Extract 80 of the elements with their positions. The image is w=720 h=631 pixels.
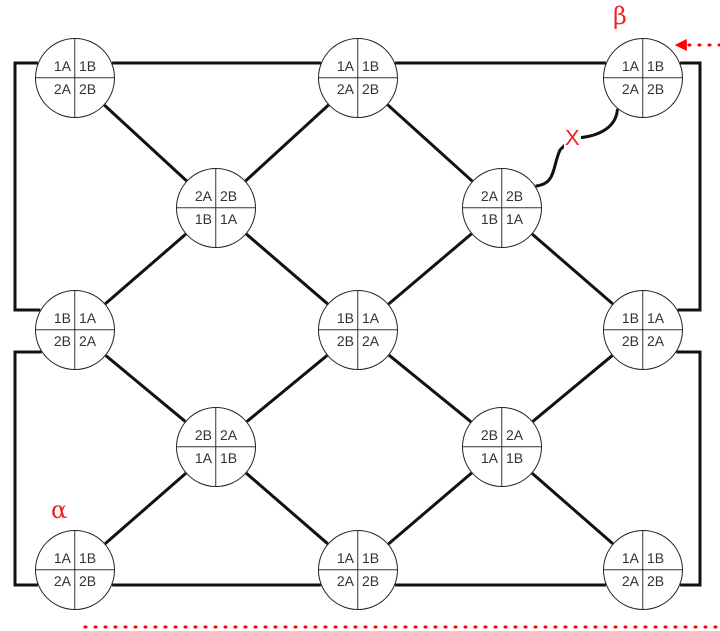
- connector-line: [112, 62, 321, 64]
- connector-line: [388, 232, 472, 306]
- connector-line: [535, 108, 619, 188]
- port-label: 2A: [336, 80, 355, 96]
- port-label: 1B: [336, 311, 355, 328]
- port-label: 1B: [505, 449, 524, 465]
- connector-line: [395, 62, 606, 64]
- port-label: 2B: [646, 80, 664, 96]
- port-label: 1A: [219, 210, 238, 226]
- port-label: 1B: [78, 59, 96, 76]
- edge-label: X: [564, 127, 581, 149]
- port-label: 2B: [78, 572, 96, 588]
- port-label: 1A: [505, 210, 524, 226]
- port-label: 1B: [480, 210, 499, 226]
- port-label: 1B: [646, 59, 664, 76]
- connector-line: [532, 354, 614, 423]
- port-label: 1B: [219, 449, 238, 465]
- connector-line: [104, 233, 187, 305]
- connector-line: [531, 472, 614, 545]
- port-label: 1A: [361, 311, 380, 328]
- port-label: 1A: [336, 59, 355, 76]
- connector-line: [104, 354, 186, 423]
- port-label: 1B: [646, 551, 664, 568]
- connector-line: [386, 104, 474, 182]
- port-label: 1A: [622, 551, 640, 568]
- port-label: 1A: [336, 551, 355, 568]
- port-label: 2B: [336, 332, 355, 348]
- port-label: 2A: [336, 572, 355, 588]
- port-label: 2B: [219, 189, 238, 206]
- port-label: 2A: [54, 572, 72, 588]
- node-tag: β: [613, 4, 627, 28]
- port-label: 2A: [361, 332, 380, 348]
- port-label: 2A: [622, 572, 640, 588]
- port-label: 2A: [622, 80, 640, 96]
- connector-line: [103, 104, 188, 182]
- port-label: 1A: [54, 59, 72, 76]
- connector-line: [388, 354, 472, 423]
- port-label: 2A: [646, 332, 664, 348]
- connector-line: [678, 62, 702, 312]
- port-label: 2B: [361, 572, 380, 588]
- port-label: 2A: [505, 428, 524, 445]
- port-label: 1B: [78, 551, 96, 568]
- connector-line: [112, 584, 321, 586]
- connector-line: [104, 472, 187, 545]
- port-label: 1A: [480, 449, 499, 465]
- port-label: 2A: [480, 189, 499, 206]
- port-label: 1A: [646, 311, 664, 328]
- connector-line: [387, 472, 473, 546]
- port-label: 1B: [622, 311, 640, 328]
- port-label: 2A: [78, 332, 96, 348]
- port-label: 2B: [480, 428, 499, 445]
- port-label: 2B: [54, 332, 72, 348]
- port-label: 2B: [194, 428, 213, 445]
- port-label: 1A: [78, 311, 96, 328]
- port-label: 2B: [505, 189, 524, 206]
- port-label: 1B: [361, 59, 380, 76]
- port-label: 1B: [194, 210, 213, 226]
- connector-line: [395, 584, 606, 586]
- port-label: 1A: [622, 59, 640, 76]
- connector-line: [676, 350, 702, 586]
- port-label: 1A: [194, 449, 213, 465]
- port-label: 2B: [622, 332, 640, 348]
- dotted-arrow: [674, 39, 720, 51]
- connector-line: [14, 62, 40, 312]
- port-label: 1B: [361, 551, 380, 568]
- port-label: 2B: [361, 80, 380, 96]
- port-label: 2B: [646, 572, 664, 588]
- connector-line: [531, 233, 614, 305]
- port-label: 2B: [78, 80, 96, 96]
- connector-line: [14, 350, 42, 586]
- connector-line: [246, 354, 328, 423]
- node-tag: α: [51, 498, 68, 522]
- port-label: 2A: [219, 428, 238, 445]
- connector-line: [244, 104, 330, 182]
- port-label: 2A: [194, 189, 213, 206]
- port-label: 2A: [54, 80, 72, 96]
- connector-line: [245, 232, 329, 306]
- connector-line: [245, 472, 329, 545]
- port-label: 1B: [54, 311, 72, 328]
- port-label: 1A: [54, 551, 72, 568]
